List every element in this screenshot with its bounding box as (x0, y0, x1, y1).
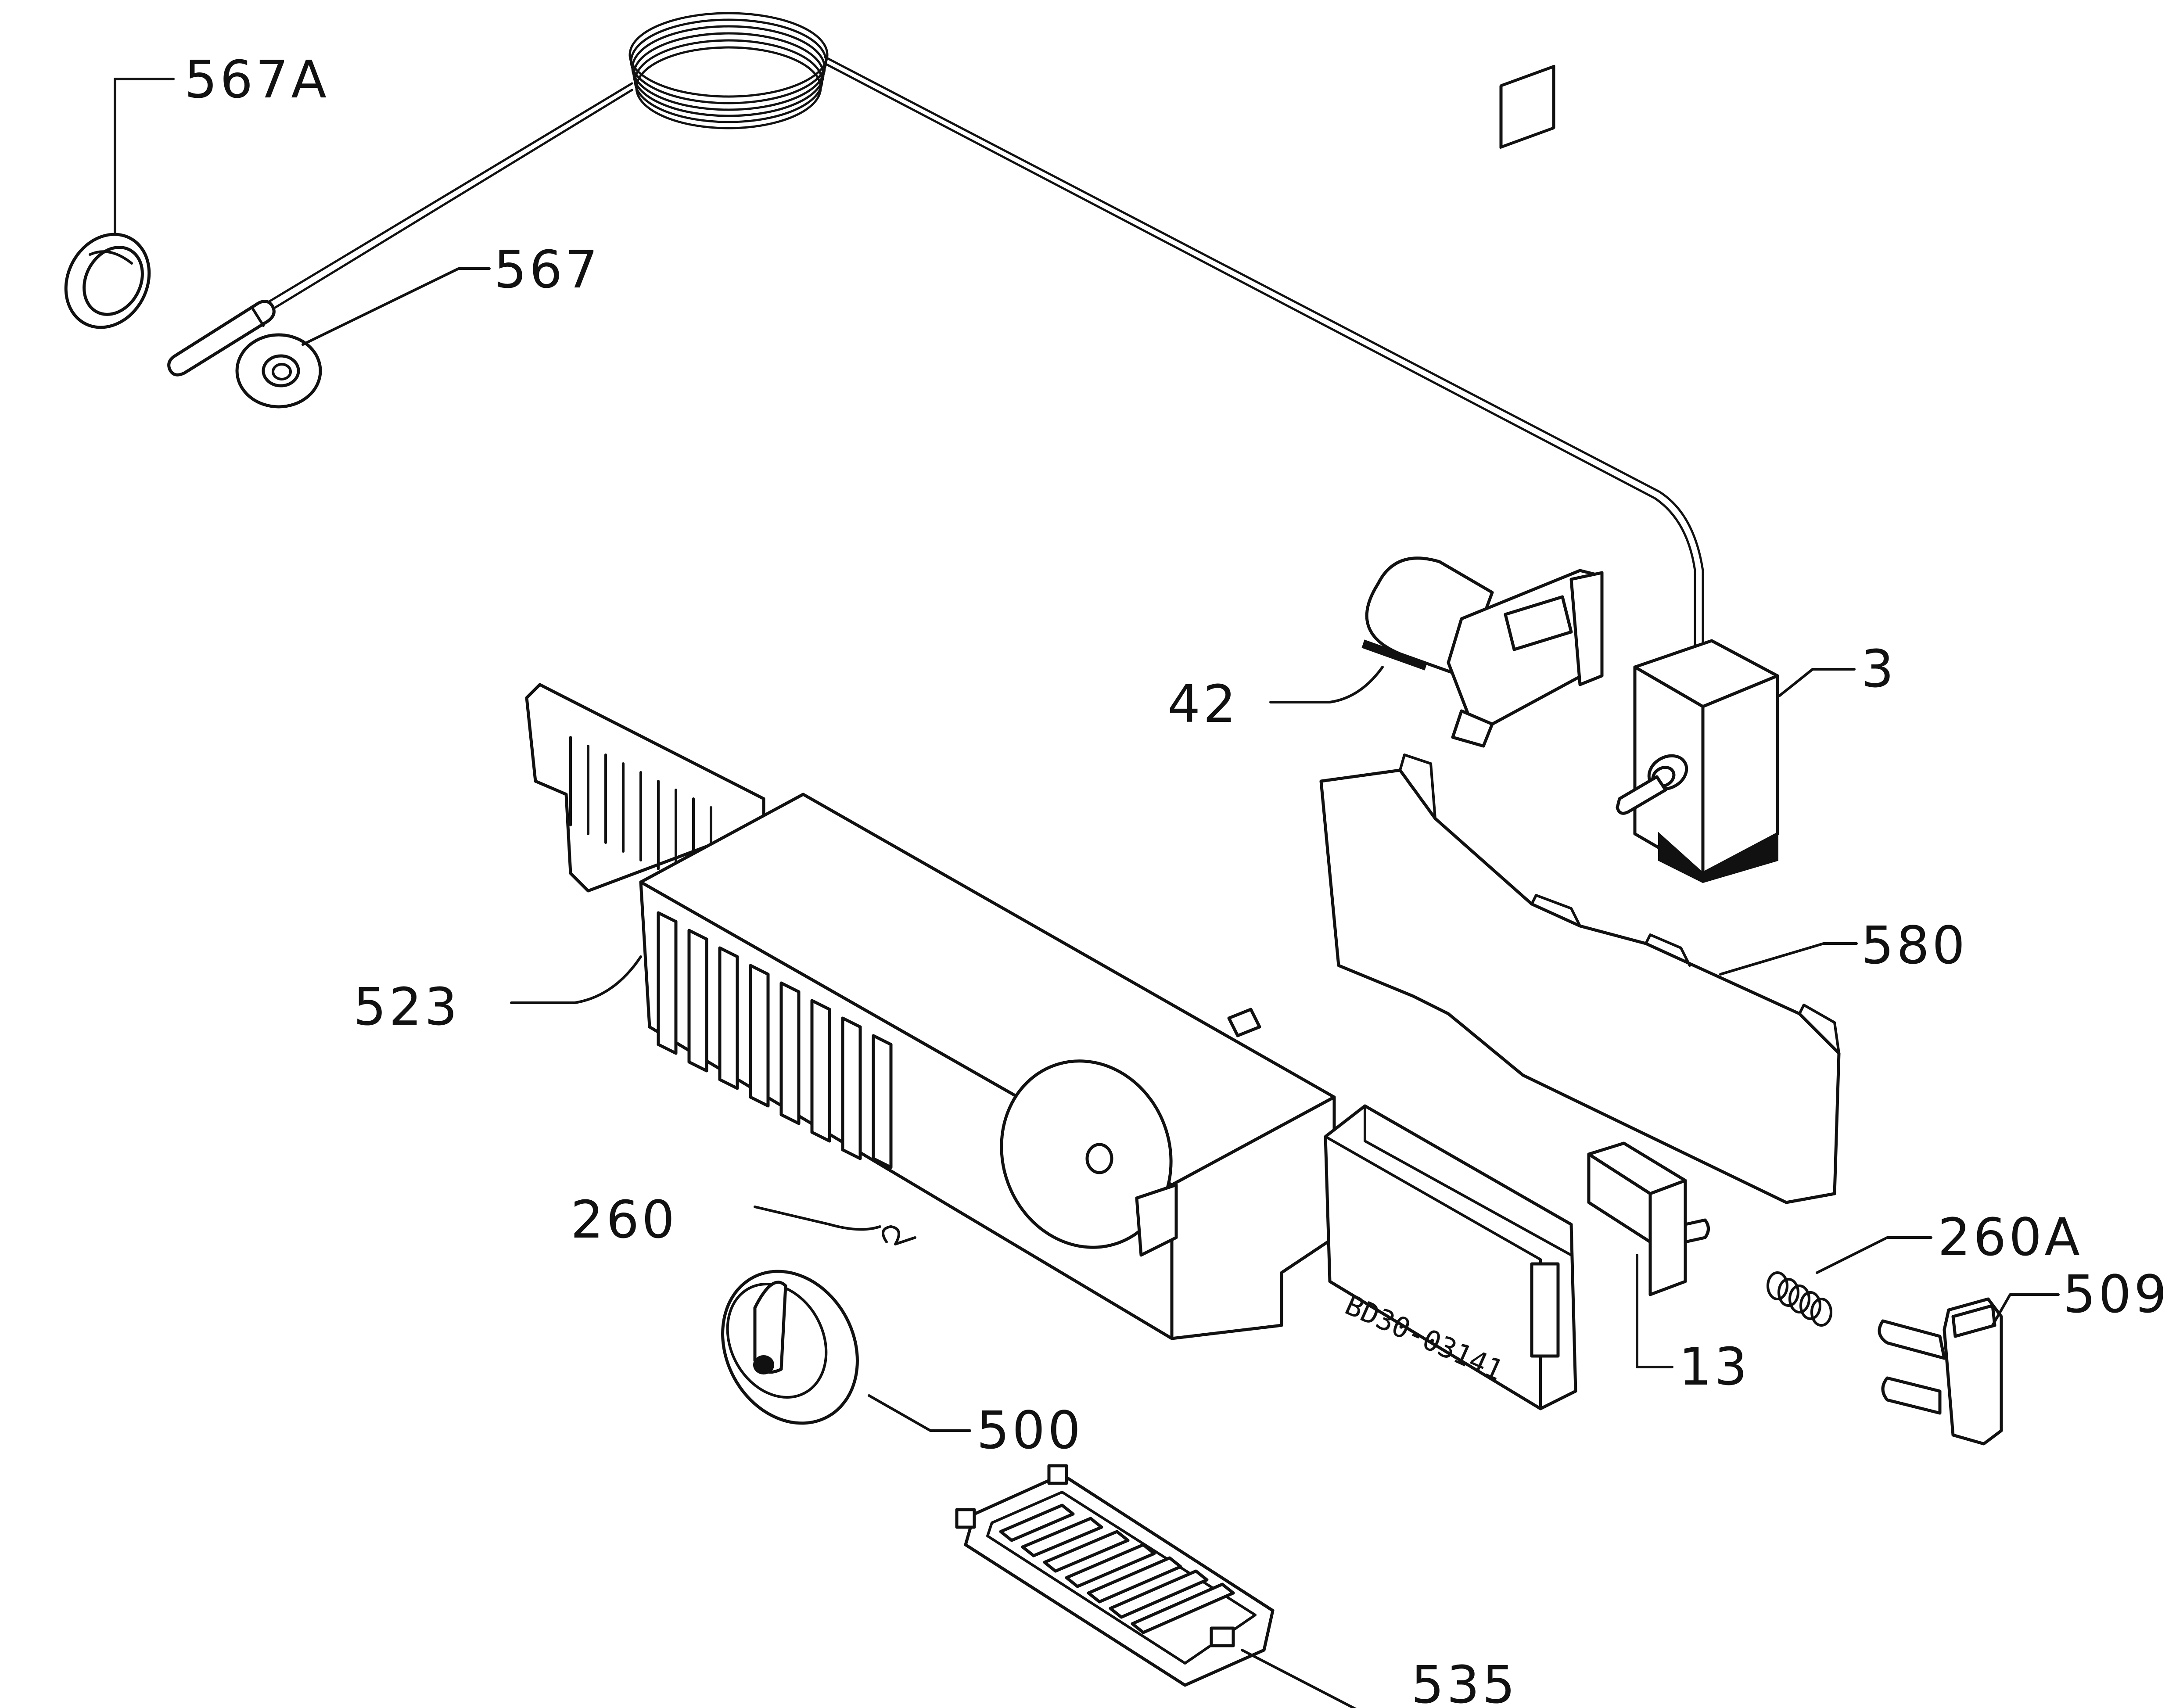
callout-13: 13 (1679, 1336, 1750, 1397)
callout-42: 42 (1167, 674, 1239, 734)
grommet-567 (235, 267, 491, 409)
callout-567: 567 (494, 239, 600, 300)
dial-boss (1000, 1059, 1178, 1257)
callout-509: 509 (2063, 1264, 2169, 1324)
lamp-diffuser: BD30-03141 (1324, 1104, 1577, 1410)
callout-260: 260 (571, 1189, 677, 1250)
spring-260a (1767, 1236, 1932, 1327)
wire-clip-260 (754, 1206, 916, 1245)
grille-535 (955, 1464, 1357, 1708)
control-housing-523 (510, 683, 1336, 1340)
grille-slots (999, 1503, 1235, 1634)
thermostat-shaft (1616, 754, 1688, 815)
callout-535: 535 (1411, 1654, 1518, 1708)
lamp-holder-42 (1269, 65, 1604, 748)
thermostat-3 (1616, 639, 1856, 883)
callout-labels: 567A 567 42 3 580 523 260 260A 509 13 50… (184, 49, 2169, 1708)
callout-3: 3 (1861, 639, 1896, 699)
sensor-bulb (167, 300, 276, 377)
push-button-509 (1878, 1293, 2060, 1446)
housing-front-fins (657, 911, 893, 1169)
callout-260a: 260A (1938, 1207, 2083, 1267)
knob-500 (721, 1270, 971, 1432)
callout-567a: 567A (184, 49, 329, 110)
callout-580: 580 (1861, 915, 1968, 976)
switch-13 (1587, 1141, 1710, 1368)
clip-567a (64, 78, 175, 329)
callout-523: 523 (353, 976, 460, 1037)
cover-plate-580 (1319, 754, 1858, 1204)
capillary-coil (628, 12, 829, 129)
callout-500: 500 (977, 1400, 1083, 1460)
capillary-tube (167, 12, 1704, 646)
